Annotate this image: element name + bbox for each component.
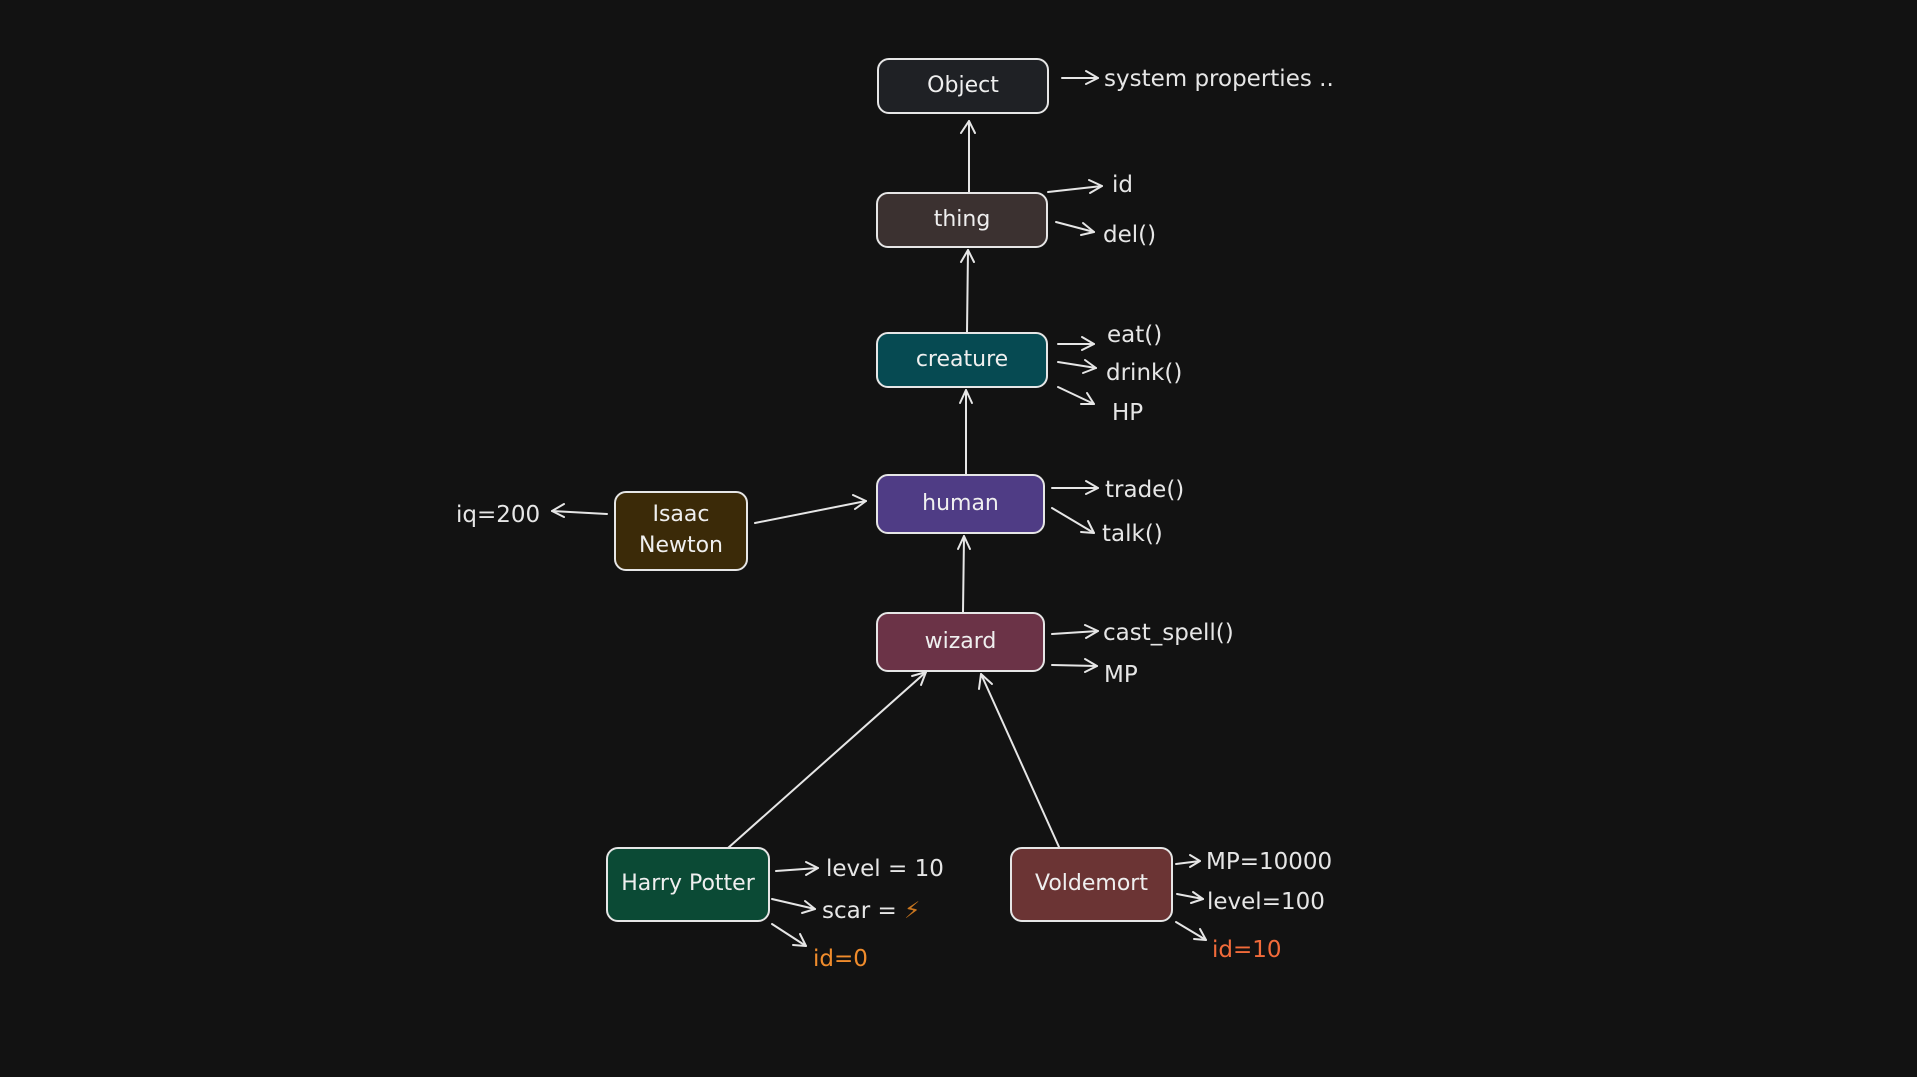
- prop-wizard-mp: MP: [1104, 662, 1138, 688]
- arrow-voldemort-id: [1175, 921, 1207, 941]
- arrow-wizard-cast: [1051, 624, 1099, 639]
- arrow-harry-id: [771, 923, 807, 947]
- edge-isaac-to-human: [754, 494, 867, 524]
- node-object-label: Object: [927, 72, 999, 98]
- node-human-label: human: [922, 490, 999, 516]
- node-harry-potter[interactable]: Harry Potter: [606, 847, 770, 922]
- arrow-creature-drink: [1057, 359, 1097, 374]
- edge-voldemort-to-wizard: [978, 673, 1060, 848]
- arrow-creature-hp: [1057, 386, 1095, 405]
- prop-isaac-iq: iq=200: [456, 502, 541, 528]
- arrow-voldemort-level: [1176, 891, 1204, 904]
- node-human[interactable]: human: [876, 474, 1045, 534]
- arrow-voldemort-mp: [1175, 854, 1201, 868]
- arrow-wizard-mp: [1051, 658, 1098, 673]
- prop-thing-id: id: [1112, 172, 1133, 198]
- arrow-object-props: [1061, 70, 1099, 85]
- edge-human-to-creature: [959, 389, 973, 475]
- edge-creature-to-thing: [960, 249, 975, 333]
- prop-human-trade: trade(): [1105, 477, 1185, 503]
- edge-harry-to-wizard: [727, 671, 927, 849]
- node-wizard[interactable]: wizard: [876, 612, 1045, 672]
- prop-voldemort-mp: MP=10000: [1206, 849, 1333, 875]
- prop-creature-drink: drink(): [1106, 360, 1183, 386]
- prop-creature-eat: eat(): [1107, 322, 1163, 348]
- arrow-thing-del: [1055, 221, 1095, 236]
- arrow-human-talk: [1051, 507, 1095, 534]
- arrow-creature-eat: [1057, 336, 1095, 351]
- arrow-thing-id: [1047, 179, 1103, 194]
- node-voldemort[interactable]: Voldemort: [1010, 847, 1173, 922]
- node-voldemort-label: Voldemort: [1035, 871, 1148, 897]
- prop-creature-hp: HP: [1112, 400, 1144, 426]
- arrow-isaac-iq: [551, 503, 608, 518]
- prop-voldemort-level: level=100: [1207, 889, 1325, 915]
- prop-harry-level: level = 10: [826, 856, 944, 882]
- arrow-harry-level: [775, 861, 819, 876]
- prop-harry-scar-text: scar =: [822, 898, 897, 924]
- node-isaac-label-line1: Isaac: [652, 502, 710, 528]
- prop-object-system-properties: system properties ..: [1104, 66, 1334, 92]
- node-harry-label: Harry Potter: [621, 871, 755, 897]
- node-object[interactable]: Object: [877, 58, 1049, 114]
- prop-wizard-cast-spell: cast_spell(): [1103, 620, 1234, 646]
- node-thing-label: thing: [933, 206, 991, 232]
- node-isaac-newton[interactable]: Isaac Newton: [614, 491, 748, 571]
- node-isaac-label-line2: Newton: [638, 533, 723, 558]
- node-wizard-label: wizard: [924, 628, 997, 654]
- prop-human-talk: talk(): [1102, 521, 1163, 547]
- node-thing[interactable]: thing: [876, 192, 1048, 248]
- node-creature[interactable]: creature: [876, 332, 1048, 388]
- node-creature-label: creature: [915, 346, 1009, 372]
- arrow-harry-scar: [771, 898, 816, 914]
- prop-voldemort-id: id=10: [1212, 937, 1282, 963]
- edge-wizard-to-human: [957, 535, 971, 613]
- prop-thing-del: del(): [1103, 222, 1157, 248]
- lightning-bolt-icon: ⚡: [904, 898, 921, 924]
- edge-thing-to-object: [960, 120, 976, 193]
- prop-harry-scar: scar = ⚡: [822, 900, 920, 923]
- arrow-human-trade: [1051, 480, 1099, 495]
- prop-harry-id: id=0: [813, 946, 868, 972]
